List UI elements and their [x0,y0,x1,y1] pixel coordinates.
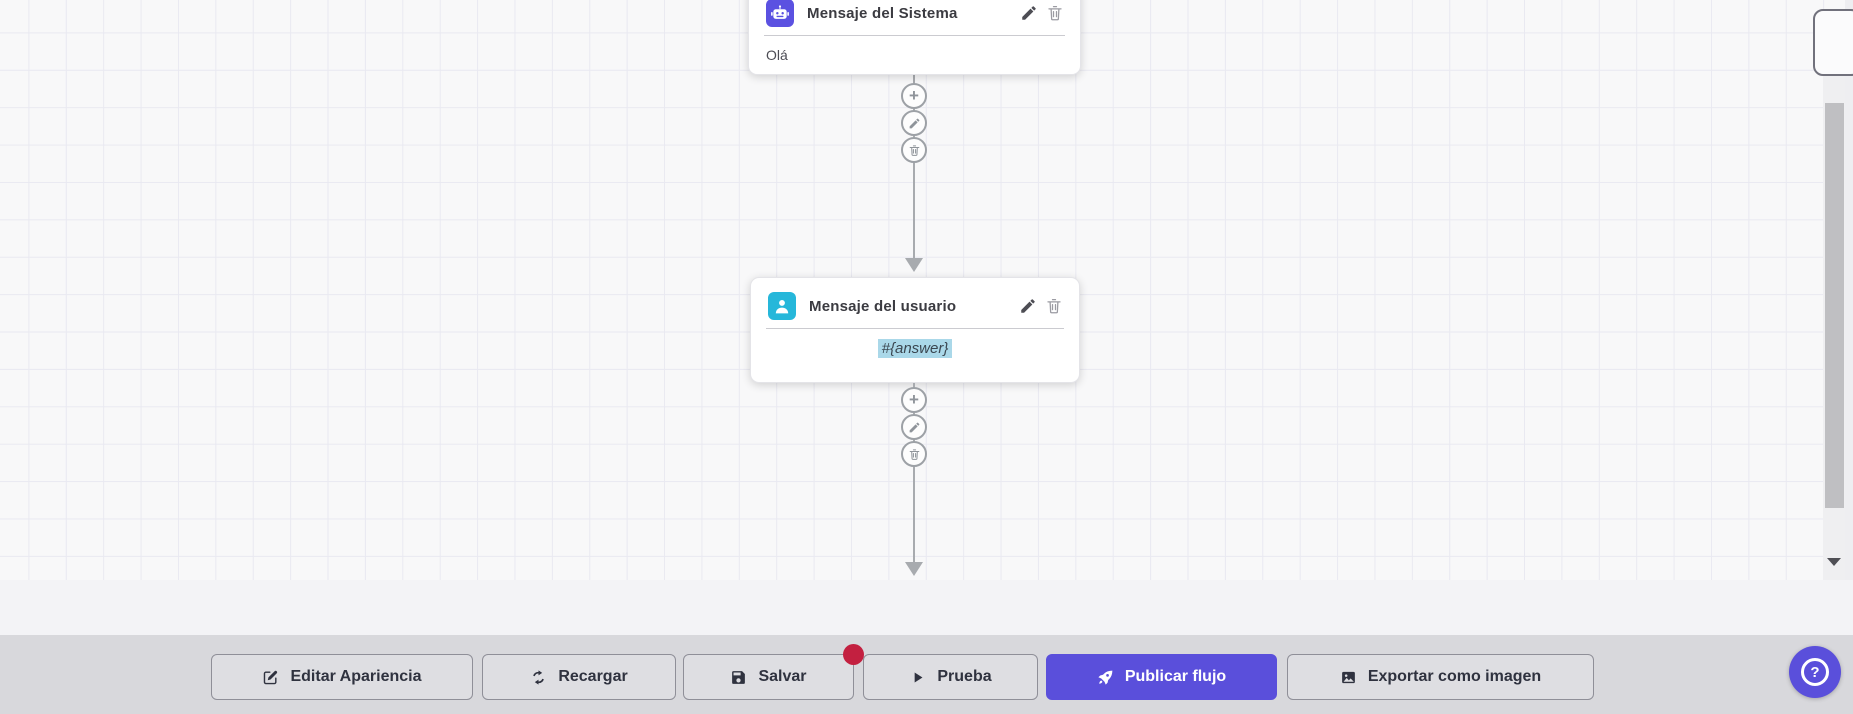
save-button[interactable]: Salvar [683,654,854,700]
user-icon [768,292,796,320]
delete-connector-button[interactable] [901,441,927,467]
arrowhead-icon [905,562,923,576]
unsaved-changes-badge [843,644,864,665]
connector-line [913,75,915,261]
outer-scrollbar-track[interactable] [1845,0,1853,635]
trash-icon [909,448,919,460]
collapsed-side-panel[interactable] [1813,9,1853,76]
test-button[interactable]: Prueba [863,654,1038,700]
node-header: Mensaje del usuario [751,278,1079,328]
add-node-button[interactable]: + [901,387,927,413]
node-content: Olá [766,47,788,63]
refresh-icon [533,669,545,685]
pencil-icon [909,422,919,432]
play-icon [915,672,923,682]
export-image-button[interactable]: Exportar como imagen [1287,654,1594,700]
bottom-toolbar: Editar Apariencia Recargar Salvar Prueba [0,635,1853,714]
plus-icon: + [909,86,919,105]
node-user-message[interactable]: Mensaje del usuario #{answer} [750,277,1080,383]
button-label: Prueba [937,668,992,685]
variable-chip[interactable]: #{answer} [877,339,953,358]
canvas-footer-strip [0,580,1853,635]
delete-connector-button[interactable] [901,137,927,163]
question-mark-icon: ? [1801,658,1829,686]
button-label: Editar Apariencia [290,668,422,685]
node-actions [1019,297,1063,315]
delete-node-button[interactable] [1046,4,1064,22]
button-label: Exportar como imagen [1367,668,1542,685]
image-icon [1341,671,1355,683]
scrollbar-thumb[interactable] [1825,103,1844,508]
trash-icon [909,144,919,156]
node-system-message[interactable]: Mensaje del Sistema Olá [748,0,1081,75]
scrollbar-track[interactable] [1823,76,1845,580]
edit-appearance-button[interactable]: Editar Apariencia [211,654,473,700]
rocket-icon [1098,670,1113,685]
scroll-down-arrow-icon[interactable] [1827,558,1841,566]
node-header: Mensaje del Sistema [749,0,1080,35]
connector-line [913,383,915,563]
edit-node-button[interactable] [1019,297,1037,315]
node-content: #{answer} [751,329,1079,369]
button-label: Recargar [558,668,628,685]
add-node-button[interactable]: + [901,83,927,109]
save-icon [732,670,746,684]
node-actions [1020,4,1064,22]
reload-button[interactable]: Recargar [482,654,676,700]
edit-node-button[interactable] [1020,4,1038,22]
flow-canvas[interactable]: Mensaje del Sistema Olá + [0,0,1853,580]
edit-connector-button[interactable] [901,110,927,136]
node-divider [764,35,1065,36]
node-title: Mensaje del usuario [809,297,957,315]
button-label: Publicar flujo [1124,668,1227,685]
node-divider [766,328,1064,329]
node-title: Mensaje del Sistema [807,4,958,22]
edit-connector-button[interactable] [901,414,927,440]
button-label: Salvar [758,668,807,685]
plus-icon: + [909,390,919,409]
publish-flow-button[interactable]: Publicar flujo [1046,654,1277,700]
robot-icon [766,0,794,27]
arrowhead-icon [905,258,923,272]
pencil-icon [909,118,919,128]
delete-node-button[interactable] [1045,297,1063,315]
edit-square-icon [264,670,278,684]
help-button[interactable]: ? [1789,646,1841,698]
